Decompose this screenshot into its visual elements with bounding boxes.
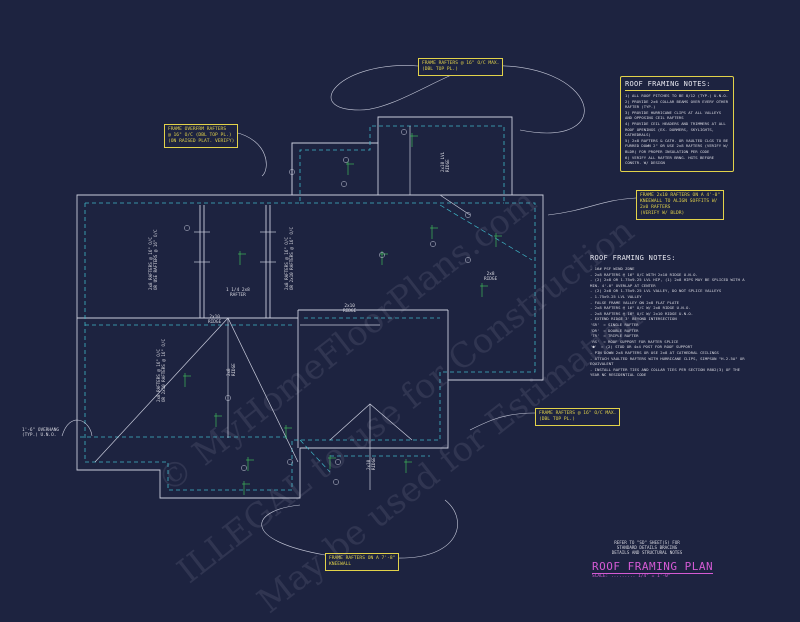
flat-rafter-label: 1 1/4 2x8 RAFTER	[226, 288, 250, 298]
note-item: - (2) 2x8 OR 1.75x9.25 LVL VALLEY, DO NO…	[590, 288, 722, 294]
note-item: - (2) 2x8 OR 1.75x9.25 LVL HIP, (1) 2x8 …	[590, 277, 745, 288]
note-item: - EXTEND RIDGE 3' BEYOND INTERSECTION	[590, 316, 677, 322]
note-item: - 16# PSF WIND ZONE	[590, 266, 635, 271]
rafter-direction-mark	[242, 481, 250, 495]
rafter-direction-mark	[430, 225, 438, 239]
refer-note: REFER TO "SD" SHEET(S) FOR STANDARD DETA…	[611, 540, 683, 556]
legend-symbol: 'SR'	[590, 321, 600, 327]
rafter-direction-mark	[214, 413, 222, 427]
rafter-direction-mark	[480, 283, 488, 297]
callout-right-mid: FRAME 2x10 RAFTERS ON A 4'-0" KNEEWALL T…	[636, 190, 725, 220]
rafter-direction-mark	[238, 251, 246, 265]
legend-text: = TRIPLE RAFTER	[603, 333, 639, 339]
detail-tags	[184, 129, 471, 485]
detail-tag-circle	[465, 212, 471, 218]
note-item: - FALSE FRAME VALLEY ON 2x8 FLAT PLATE	[590, 299, 680, 305]
detail-tag-circle	[343, 157, 349, 163]
note-item: - 2x8 RAFTERS @ 16" O/C W/ 2x8 RIDGE U.N…	[590, 305, 691, 311]
rafter-direction-mark	[410, 133, 418, 147]
legend-text: = SINGLE RAFTER	[603, 321, 639, 327]
detail-tag-circle	[241, 465, 247, 471]
drawing-sheet: FRAME RAFTERS @ 16" O/C MAX. (DBL TOP PL…	[22, 58, 750, 622]
detail-tag-circle	[335, 459, 341, 465]
legend-symbol: '●'	[590, 344, 598, 350]
detail-tag-circle	[379, 252, 385, 258]
detail-tag-circle	[333, 479, 339, 485]
building-outline	[76, 116, 544, 499]
legend-text: = ROOF SUPPORT FOR RAFTER SPLICE	[603, 338, 679, 344]
legend-symbol: 'DR'	[590, 327, 600, 333]
note-item: 4) PROVIDE CEIL HEADERS AND TRIMMERS AT …	[625, 120, 726, 138]
legend-text: = DOUBLE RAFTER	[603, 327, 639, 333]
roof-framing-notes-general: ROOF FRAMING NOTES: - 16# PSF WIND ZONE-…	[590, 254, 750, 378]
note-item: 6) VERIFY ALL RAFTER BRNG. HGTS BEFORE C…	[625, 154, 715, 166]
legend-row: 'RS'= ROOF SUPPORT FOR RAFTER SPLICE	[590, 339, 750, 345]
roof-upper-left-block	[291, 142, 379, 196]
rafter-direction-mark	[346, 161, 354, 175]
rafter-direction-mark	[183, 373, 191, 387]
notes-list: 1) ALL ROOF PITCHES TO BE 8/12 (TYP.) U.…	[625, 93, 729, 166]
roof-framing-notes-box: ROOF FRAMING NOTES: 1) ALL ROOF PITCHES …	[620, 76, 734, 172]
rafter-direction-mark	[494, 233, 502, 247]
detail-tag-circle	[225, 395, 231, 401]
note-item: 1) ALL ROOF PITCHES TO BE 8/12 (TYP.) U.…	[625, 93, 729, 98]
legend-text: = (2) STUD OR 4x4 POST FOR ROOF SUPPORT	[601, 344, 693, 350]
note-item: - INSTALL RAFTER TIES AND COLLAR TIES PE…	[590, 366, 740, 378]
roof-lines	[94, 126, 471, 490]
rafter-spec-left-lower: 2x8 RAFTERS @ 16" O/C OR 2x10 RAFTERS @ …	[156, 338, 166, 402]
overhang-label: 1'-6" OVERHANG (TYP.) U.N.O.	[22, 428, 60, 438]
rafter-marks	[183, 133, 502, 495]
callout-left: FRAME OVERFRM RAFTERS @ 16" O/C (DBL TOP…	[164, 124, 239, 148]
ties	[194, 231, 276, 263]
ridge-label-center: 2x10 RIDGE	[343, 304, 357, 314]
note-item: 3) PROVIDE HURRICANE CLIPS AT ALL VALLEY…	[625, 109, 722, 121]
detail-tag-circle	[287, 459, 293, 465]
detail-tag-circle	[289, 169, 295, 175]
detail-tag-circle	[430, 241, 436, 247]
note-item: - ATTACH VAULTED RAFTERS WITH HURRICANE …	[590, 355, 745, 367]
callout-bottom: FRAME RAFTERS ON A 7'-8" KNEEWALL	[325, 553, 400, 571]
rafter-spec-left: 2x8 RAFTERS @ 16" O/C OR USE RAFTERS @ 1…	[148, 229, 158, 290]
detail-tag-circle	[465, 257, 471, 263]
dashed-wall-lines	[80, 125, 536, 491]
ridge-spec-hip: 2x8 RIDGE	[226, 363, 236, 376]
ridge-spec-top: 2x10 LVL RIDGE	[440, 151, 450, 172]
note-item: - 1.75x9.25 LVL VALLEY	[590, 293, 642, 299]
rafter-direction-mark	[284, 425, 292, 439]
rafter-spec-mid: 2x8 RAFTERS @ 16" O/C OR 2x10 RAFTERS @ …	[284, 226, 294, 290]
legend-symbol: 'TR'	[590, 333, 600, 339]
legend-row: '●'= (2) STUD OR 4x4 POST FOR ROOF SUPPO…	[590, 344, 750, 350]
ridge-label-right: 2x8 RIDGE	[484, 272, 498, 282]
callout-top: FRAME RAFTERS @ 16" O/C MAX. (DBL TOP PL…	[418, 58, 504, 76]
detail-tag-circle	[341, 181, 347, 187]
note-item: 2) PROVIDE 2x6 COLLAR BEAMS OVER EVERY O…	[625, 98, 729, 110]
scale-label: SCALE: ......... 1/4" = 1'-0"	[592, 574, 671, 579]
notes-list-2: - 16# PSF WIND ZONE- 2x8 RAFTERS @ 16" O…	[590, 266, 750, 378]
ridge-spec-bottom: 2x10 RIDGE	[366, 457, 376, 470]
note-item: 5) 2x8 RAFTERS & CATH. OR VAULTED CLGS T…	[625, 137, 729, 154]
detail-tag-circle	[184, 225, 190, 231]
legend-row: 'TR'= TRIPLE RAFTER	[590, 333, 750, 339]
plan-title: ROOF FRAMING PLAN	[592, 560, 714, 574]
rafter-direction-mark	[404, 459, 412, 473]
detail-tag-circle	[401, 129, 407, 135]
roof-perimeter	[76, 116, 544, 499]
rafter-direction-mark	[246, 457, 254, 471]
note-item: - 2x8 RAFTERS @ 16" O/C W/ 2x10 RIDGE U.…	[590, 310, 694, 316]
legend-symbol: 'RS'	[590, 338, 600, 344]
rafter-direction-mark	[380, 251, 388, 265]
ridge-label-left: 2x10 RIDGE	[208, 315, 222, 325]
note-item: - 2x8 RAFTERS @ 16" O/C WITH 2x10 RIDGE …	[590, 271, 698, 277]
callout-center-right: FRAME RAFTERS @ 16" O/C MAX. (DBL TOP PL…	[535, 408, 621, 426]
notes-title: ROOF FRAMING NOTES:	[625, 80, 729, 91]
legend-row: 'DR'= DOUBLE RAFTER	[590, 328, 750, 334]
legend-row: 'SR'= SINGLE RAFTER	[590, 322, 750, 328]
hip-lines	[299, 204, 533, 473]
note-item: - PIN DOWN 2x8 RAFTERS OR USE 2x8 AT CAT…	[590, 349, 719, 355]
rafter-direction-mark	[328, 455, 336, 469]
notes-title-2: ROOF FRAMING NOTES:	[590, 254, 676, 262]
